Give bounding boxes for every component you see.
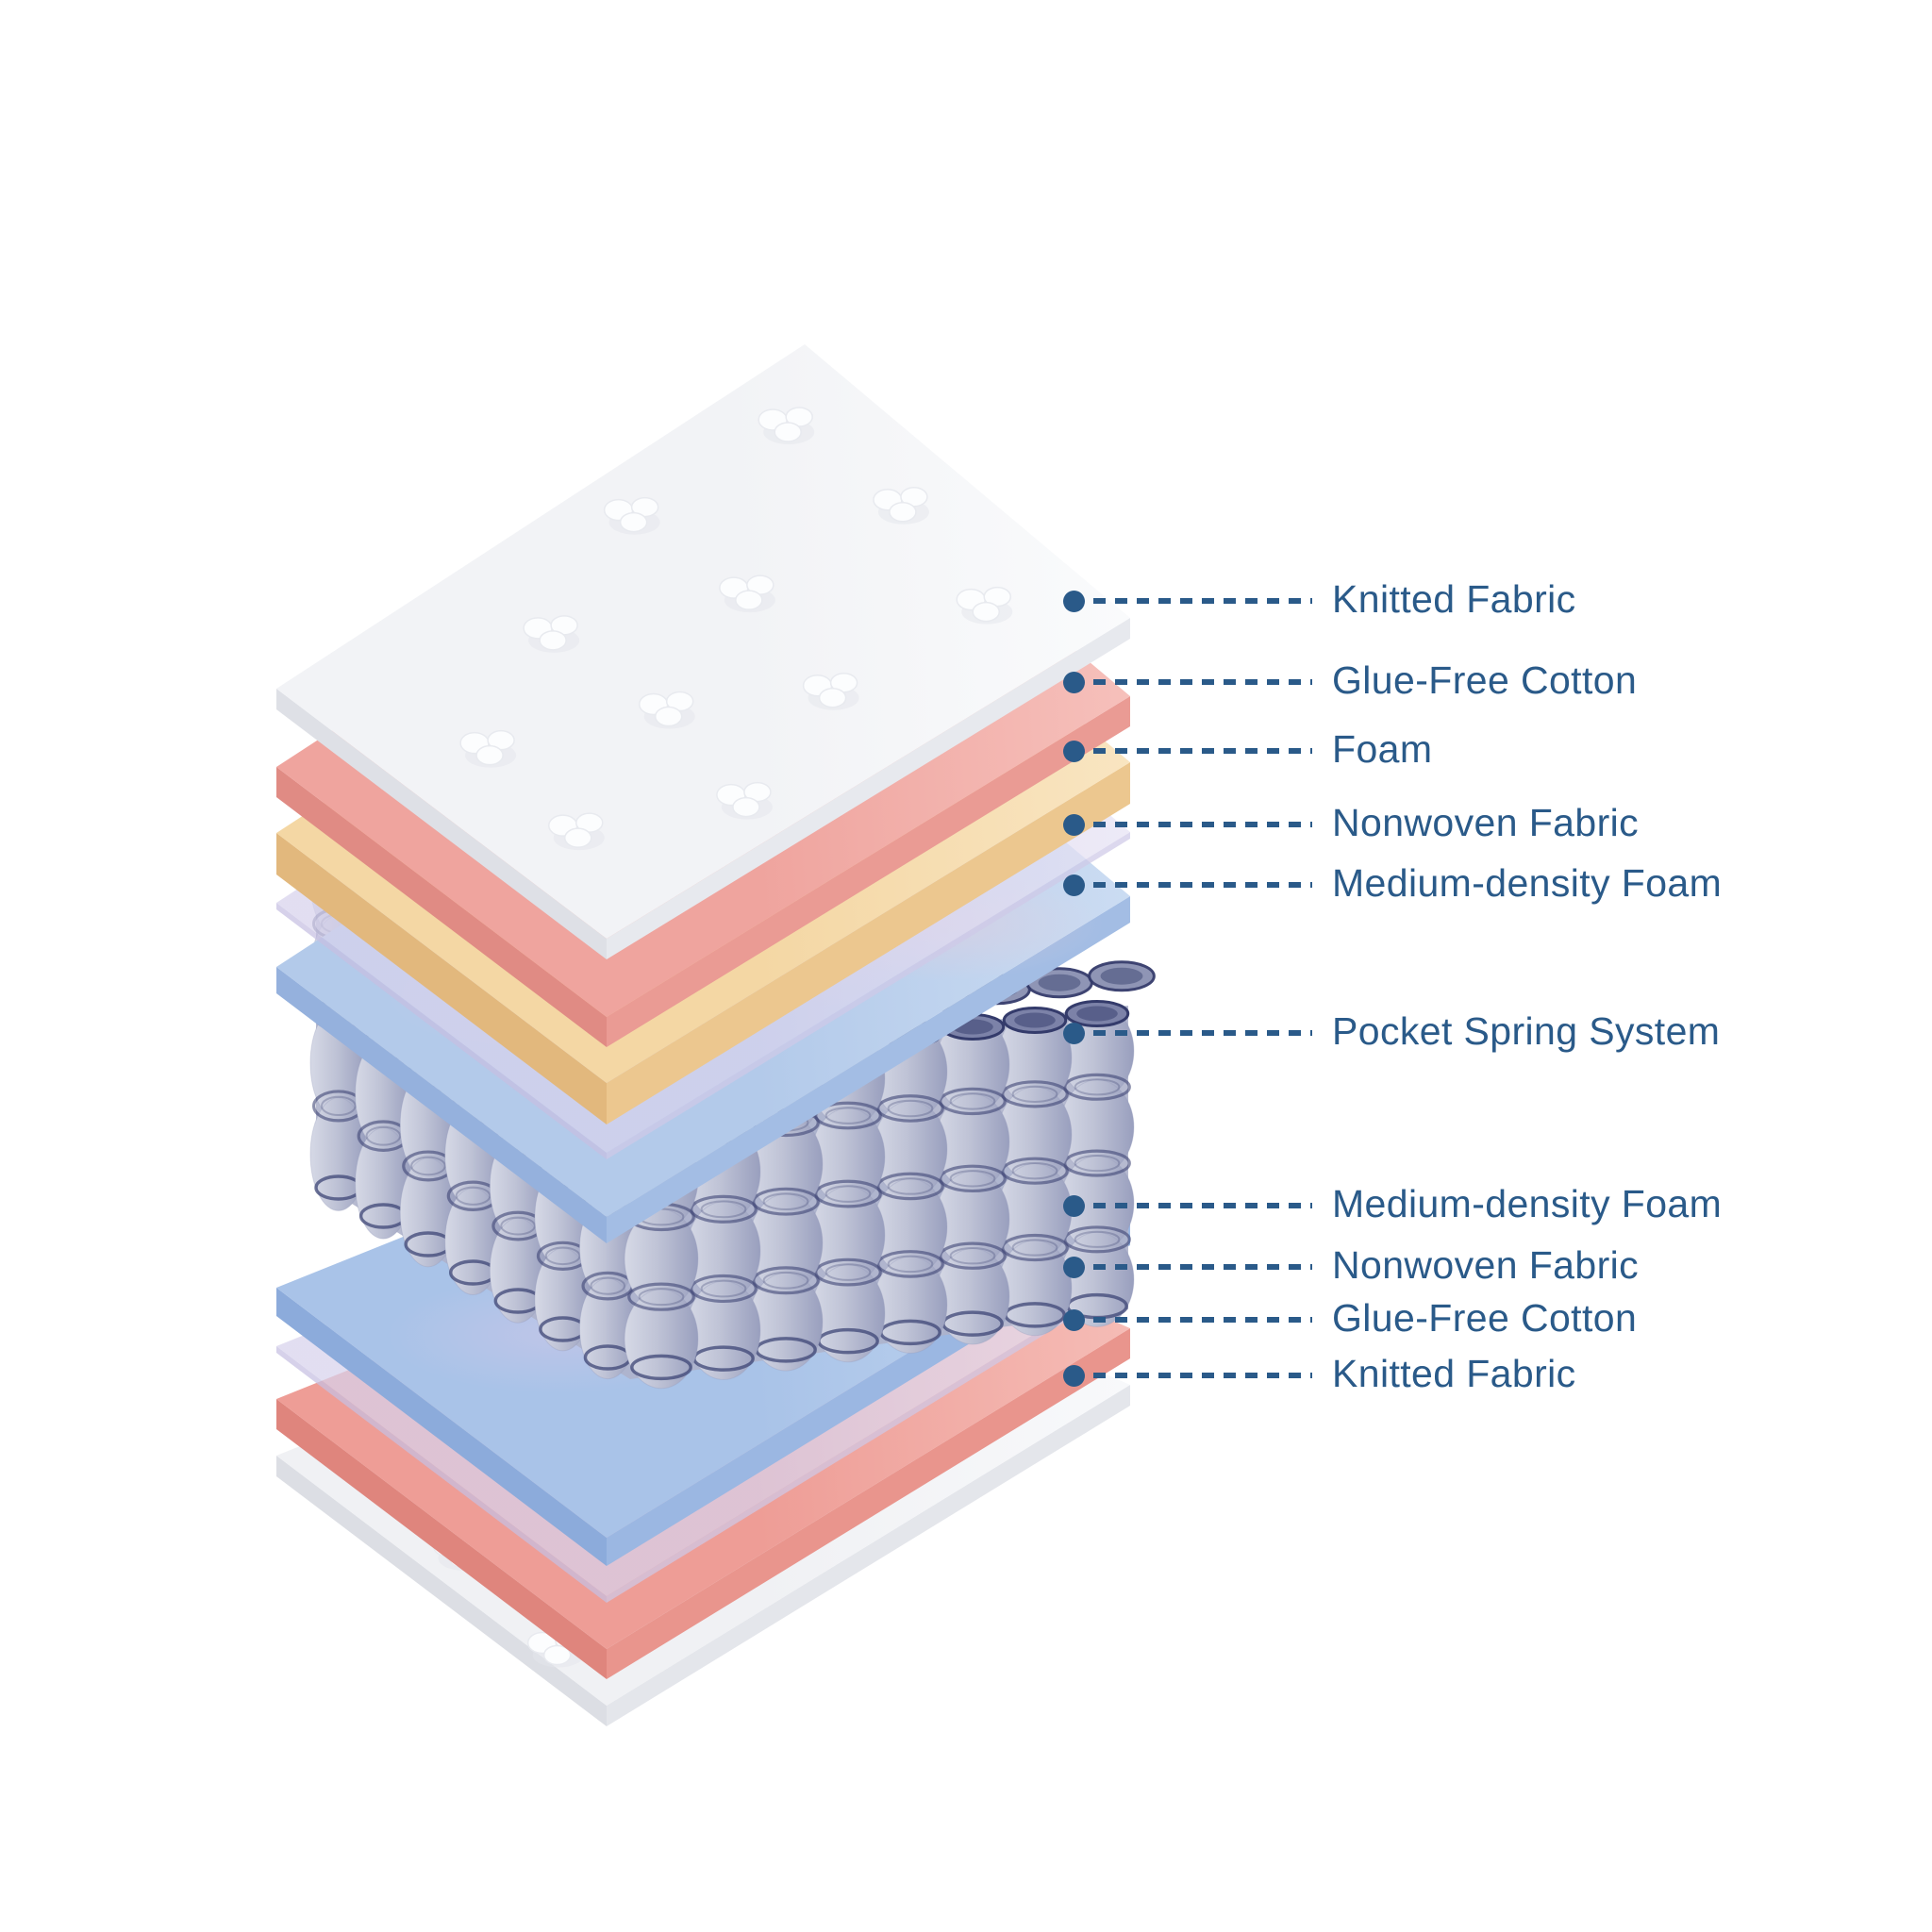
knitted-fabric-bottom-edge-right xyxy=(607,1385,1130,1726)
knitted-fabric-top-edge-right xyxy=(607,618,1130,959)
glue-free-cotton-bottom-edge-right xyxy=(607,1328,1130,1679)
glue-free-cotton-bottom-edge-left xyxy=(276,1399,607,1679)
foam-edge-left xyxy=(276,833,607,1124)
knitted-fabric-top xyxy=(276,344,1130,959)
knitted-fabric-top-edge-left xyxy=(276,689,607,959)
nonwoven-fabric-bottom-edge-left xyxy=(276,1346,607,1603)
medium-density-foam-top-edge-left xyxy=(276,967,607,1243)
medium-density-foam-top-edge-right xyxy=(607,896,1130,1243)
glue-free-cotton-top-edge-right xyxy=(607,696,1130,1047)
nonwoven-fabric-bottom-edge-right xyxy=(607,1275,1130,1603)
knitted-fabric-bottom-edge-left xyxy=(276,1456,607,1726)
nonwoven-fabric-top-edge-right xyxy=(607,832,1130,1159)
medium-density-foam-bottom-edge-left xyxy=(276,1288,607,1566)
foam-edge-right xyxy=(607,762,1130,1124)
glue-free-cotton-top-edge-left xyxy=(276,767,607,1047)
nonwoven-fabric-top-edge-left xyxy=(276,903,607,1159)
